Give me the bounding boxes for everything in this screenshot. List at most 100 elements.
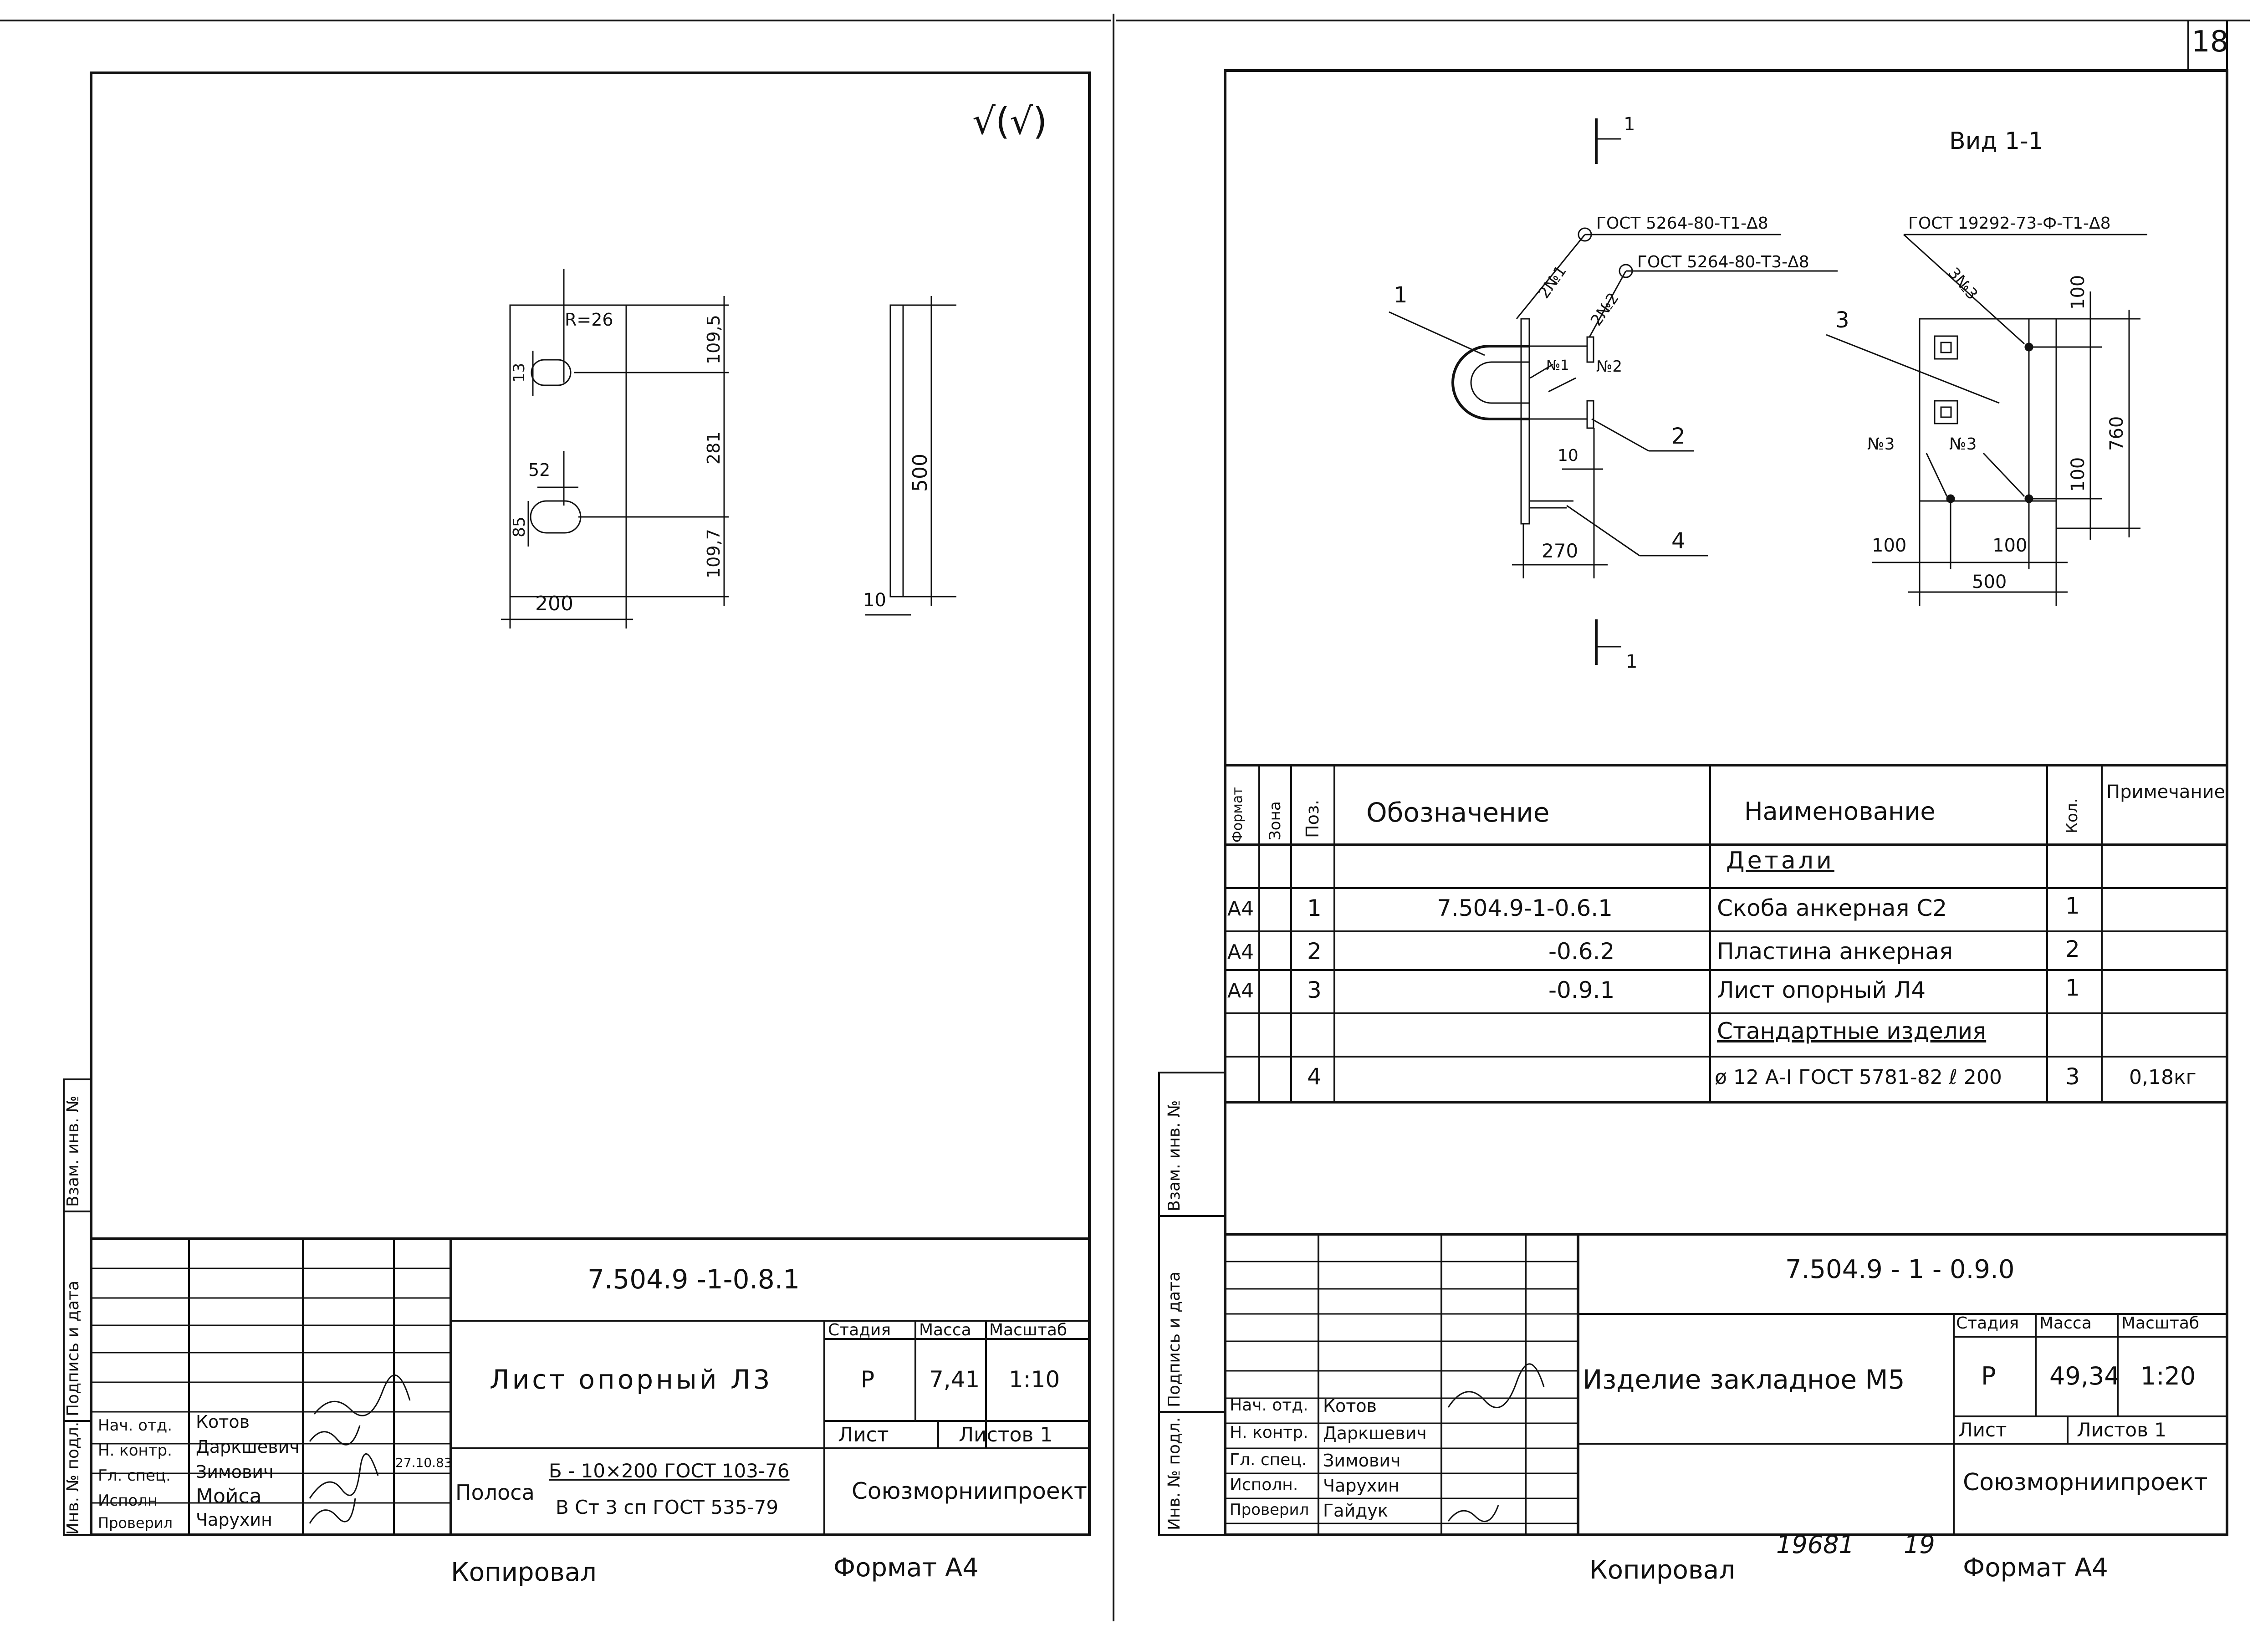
dim-281: 281	[704, 431, 724, 465]
spec-cell-qty: 3	[2065, 1063, 2080, 1090]
document-name-right: Изделие закладное М5	[1583, 1364, 1905, 1395]
section-mark-top: 1	[1624, 114, 1635, 135]
name-norm-control: Даркшевич	[1323, 1423, 1427, 1443]
dim-10: 10	[863, 590, 886, 611]
dim-109-5: 109,5	[704, 315, 724, 364]
sheet-label: Лист	[838, 1423, 889, 1446]
dim-100-top: 100	[2068, 275, 2089, 310]
dim-85: 85	[510, 516, 529, 537]
mark-n2: №2	[1596, 358, 1622, 376]
dim-100-mid: 100	[1992, 535, 2028, 556]
stage-header-right: Стадия	[1956, 1314, 2019, 1333]
spec-section-standard: Стандартные изделия	[1717, 1018, 1987, 1044]
role-executor: Исполн.	[1230, 1476, 1298, 1494]
name-checker: Гайдук	[1323, 1501, 1388, 1521]
position-1: 1	[1394, 282, 1408, 308]
spec-cell-note: 0,18кг	[2129, 1066, 2196, 1089]
dim-200: 200	[535, 592, 573, 615]
footer-format: Формат А4	[833, 1553, 979, 1583]
name-chief-spec: Зимович	[1323, 1451, 1401, 1471]
name-head-dept: Котов	[196, 1412, 250, 1432]
weld-note-3: ГОСТ 19292-73-Ф-Т1-Δ8	[1908, 214, 2111, 233]
sheets-label-right: Листов 1	[2077, 1419, 2166, 1441]
scale-header: Масштаб	[989, 1321, 1068, 1339]
side-stamp-sign: Подпись и дата	[64, 1280, 82, 1416]
spec-header-qty: Кол.	[2063, 798, 2081, 833]
document-name: Лист опорный Л3	[490, 1364, 773, 1395]
scale-value: 1:10	[1009, 1366, 1060, 1393]
dim-100-left: 100	[1872, 535, 1907, 556]
mass-value-right: 49,34	[2049, 1362, 2120, 1390]
spec-cell-pos: 4	[1307, 1063, 1322, 1090]
side-stamp-replace-right: Взам. инв. №	[1165, 1100, 1184, 1211]
spec-cell-pos: 2	[1307, 938, 1322, 965]
role-norm-control: Н. контр.	[98, 1441, 172, 1460]
dim-13: 13	[510, 363, 528, 383]
side-stamp-replace: Взам. инв. №	[64, 1095, 82, 1207]
side-stamp-inv-right: Инв. № подл.	[1165, 1417, 1184, 1530]
sheets-label: Листов 1	[959, 1423, 1053, 1446]
name-head-dept: Котов	[1323, 1396, 1377, 1416]
document-code: 7.504.9 -1-0.8.1	[587, 1264, 800, 1295]
spec-header-name: Наименование	[1744, 797, 1936, 826]
handwritten-number: 19681	[1776, 1530, 1854, 1559]
spec-cell-designation: 7.504.9-1-0.6.1	[1437, 895, 1613, 921]
spec-cell-format: А4	[1227, 940, 1254, 964]
dim-radius: R=26	[565, 310, 613, 330]
dim-10-right: 10	[1558, 446, 1578, 465]
material-top: Б - 10×200 ГОСТ 103-76	[549, 1460, 790, 1482]
check-mark: √(√)	[972, 100, 1047, 143]
mass-header-right: Масса	[2039, 1314, 2092, 1333]
dim-100-right: 100	[2068, 457, 2089, 492]
mark-n3-left: №3	[1867, 435, 1895, 454]
spec-cell-name: Пластина анкерная	[1717, 938, 1953, 965]
document-code-right: 7.504.9 - 1 - 0.9.0	[1785, 1255, 2015, 1284]
sheet-label-right: Лист	[1958, 1419, 2007, 1441]
role-head-dept: Нач. отд.	[1230, 1396, 1308, 1415]
footer-copied-right: Копировал	[1589, 1555, 1735, 1585]
spec-cell-pos: 3	[1307, 977, 1322, 1003]
role-checker: Проверил	[98, 1514, 173, 1532]
stage-value: Р	[861, 1366, 875, 1393]
dim-270: 270	[1542, 540, 1578, 562]
spec-header-designation: Обозначение	[1366, 797, 1550, 828]
name-checker: Чарухин	[196, 1510, 272, 1530]
mass-header: Масса	[919, 1321, 971, 1339]
position-3: 3	[1835, 307, 1849, 333]
material-bottom: В Ст 3 сп ГОСТ 535-79	[556, 1496, 779, 1518]
spec-cell-pos: 1	[1307, 895, 1322, 921]
spec-cell-name: Лист опорный Л4	[1717, 977, 1926, 1003]
mark-n3-right: №3	[1949, 435, 1977, 454]
organization: Союзморниипроект	[852, 1478, 1088, 1504]
position-4: 4	[1671, 528, 1686, 554]
dim-52: 52	[528, 460, 551, 480]
side-stamp-inv: Инв. № подл.	[64, 1421, 82, 1535]
name-executor: Чарухин	[1323, 1476, 1400, 1496]
material-prefix: Полоса	[455, 1480, 535, 1505]
spec-cell-qty: 1	[2065, 893, 2080, 919]
spec-header-zone: Зона	[1266, 801, 1284, 840]
role-head-dept: Нач. отд.	[98, 1416, 173, 1435]
view-label: Вид 1-1	[1949, 128, 2043, 155]
role-executor: Исполн	[98, 1492, 158, 1510]
role-norm-control: Н. контр.	[1230, 1423, 1308, 1442]
handwritten-page: 19	[1904, 1530, 1935, 1559]
name-norm-control: Даркшевич	[196, 1437, 300, 1457]
name-executor: Мойса	[196, 1485, 262, 1508]
spec-section-details: Детали	[1726, 847, 1834, 874]
spec-cell-name: ø 12 А-I ГОСТ 5781-82 ℓ 200	[1715, 1066, 2002, 1089]
dim-109-7: 109,7	[704, 529, 724, 578]
role-chief-spec: Гл. спец.	[1230, 1451, 1307, 1469]
weld-note-1: ГОСТ 5264-80-Т1-Δ8	[1596, 214, 1768, 233]
dim-500-right: 500	[1972, 572, 2007, 593]
spec-cell-designation: -0.6.2	[1548, 938, 1615, 965]
spec-header-note: Примечание	[2106, 782, 2226, 802]
dim-500: 500	[909, 454, 932, 492]
footer-format-right: Формат А4	[1963, 1553, 2108, 1583]
footer-copied: Копировал	[451, 1558, 597, 1587]
spec-cell-designation: -0.9.1	[1548, 977, 1615, 1003]
section-mark-bottom: 1	[1626, 651, 1638, 672]
scale-header-right: Масштаб	[2121, 1314, 2200, 1333]
spec-cell-qty: 1	[2065, 975, 2080, 1001]
